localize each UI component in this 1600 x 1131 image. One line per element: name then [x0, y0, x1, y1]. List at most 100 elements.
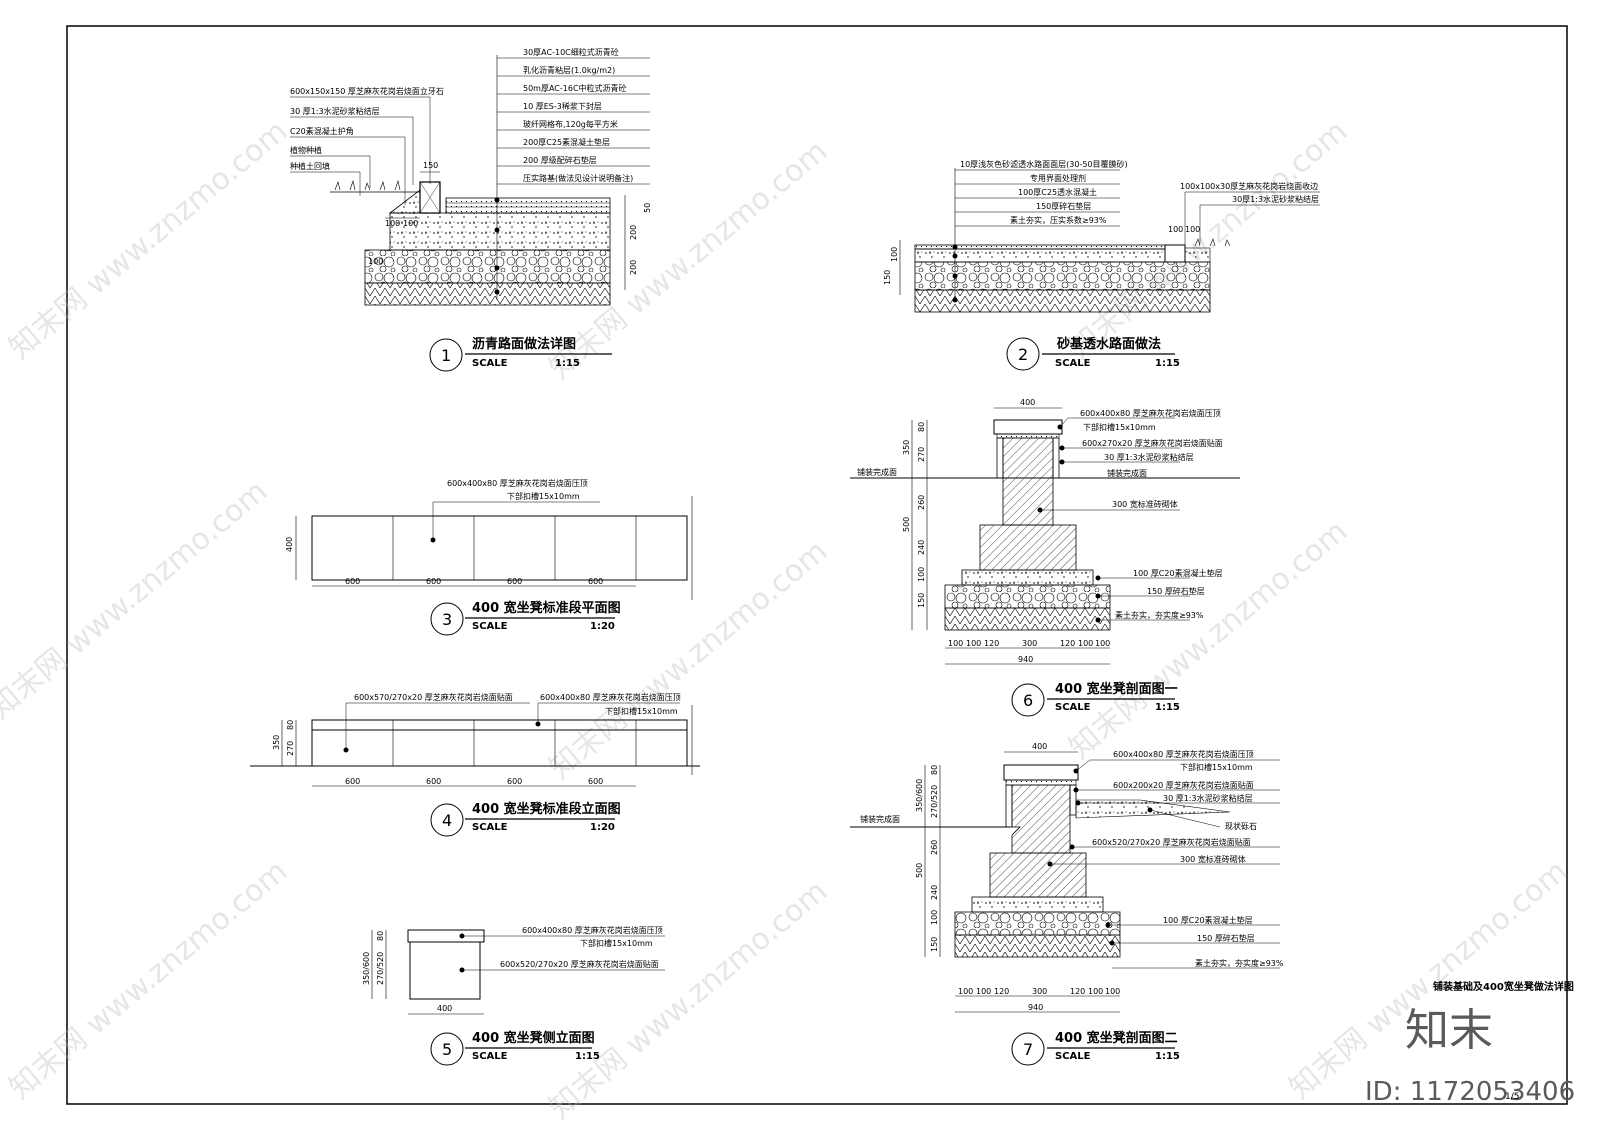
d7-number: 7	[1023, 1040, 1033, 1059]
d4-dim: 600	[588, 777, 603, 786]
d1-dim: 50	[643, 203, 652, 213]
d7-note: 下部扣槽15x10mm	[1180, 762, 1253, 772]
d7-left-note: 铺装完成面	[860, 814, 900, 824]
d5-note: 600x520/270x20 厚芝麻灰花岗岩烧面贴面	[500, 959, 659, 969]
d6-note: 30 厚1:3水泥砂浆粘结层	[1104, 452, 1194, 462]
d1-dim: 150	[423, 161, 438, 170]
d6-note: 铺装完成面	[1107, 468, 1147, 478]
d4-scale: 1:20	[590, 822, 615, 833]
d4-number: 4	[442, 811, 452, 830]
d7-dim: 260	[930, 840, 939, 855]
d2-dim: 100	[1168, 225, 1183, 234]
d6-dim: 100	[917, 567, 926, 582]
d5-dim: 80	[376, 931, 385, 941]
d7-dim: 150	[930, 937, 939, 952]
d1-left-notes: 600x150x150 厚芝麻灰花岗岩烧面立牙石 30 厚1:3水泥砂浆粘结层 …	[290, 86, 444, 205]
d2-note: 素土夯实，压实系数≥93%	[1010, 215, 1107, 225]
d3-note: 600x400x80 厚芝麻灰花岗岩烧面压顶	[447, 478, 588, 488]
d2-note: 100厚C25透水混凝土	[1018, 187, 1097, 197]
d6-note: 600x400x80 厚芝麻灰花岗岩烧面压顶	[1080, 408, 1221, 418]
d4-note: 下部扣槽15x10mm	[605, 706, 678, 716]
d6-bottom-dim: 100	[948, 639, 963, 648]
d7-note: 600x520/270x20 厚芝麻灰花岗岩烧面贴面	[1092, 837, 1251, 847]
d5-title: 400 宽坐凳侧立面图	[472, 1030, 595, 1046]
d7-leaders: 600x400x80 厚芝麻灰花岗岩烧面压顶 下部扣槽15x10mm 600x2…	[1047, 749, 1284, 969]
d6-dim: 270	[917, 447, 926, 462]
d1-note: 植物种植	[290, 145, 322, 155]
watermark-layer: 知末网 www.znzmo.com 知末网 www.znzmo.com 知末网 …	[0, 114, 1574, 1126]
d7-total-dim: 940	[1028, 1003, 1043, 1012]
d4-scale-label: SCALE	[472, 822, 508, 833]
d7-note: 现状砾石	[1225, 821, 1257, 831]
d7-note: 素土夯实，夯实度≥93%	[1195, 958, 1284, 968]
d6-title: 400 宽坐凳剖面图一	[1055, 681, 1178, 697]
d5-number: 5	[442, 1040, 452, 1059]
d7-dim: 500	[915, 863, 924, 878]
d1-number: 1	[441, 346, 451, 365]
detail-1-asphalt-pavement: 30厚AC-10C细粒式沥青砼 乳化沥青粘层(1.0kg/m2) 50m厚AC-…	[290, 47, 652, 372]
d7-dim: 100	[930, 910, 939, 925]
d1-note: 50m厚AC-16C中粒式沥青砼	[523, 83, 627, 93]
d6-note: 100 厚C20素混凝土垫层	[1133, 568, 1223, 578]
d6-dim: 150	[917, 593, 926, 608]
d6-note: 下部扣槽15x10mm	[1083, 422, 1156, 432]
detail-6-bench-section-1: 400 600x400x80 厚芝麻灰花岗岩烧面压顶 下部扣槽15x10mm 6…	[850, 398, 1240, 717]
d7-note: 600x400x80 厚芝麻灰花岗岩烧面压顶	[1113, 749, 1254, 759]
d1-note: 30 厚1:3水泥砂浆粘结层	[290, 106, 380, 116]
d6-scale: 1:15	[1155, 702, 1180, 713]
d5-dim: 400	[437, 1004, 452, 1013]
d5-note: 600x400x80 厚芝麻灰花岗岩烧面压顶	[522, 925, 663, 935]
d3-number: 3	[442, 610, 452, 629]
d6-bottom-dim: 300	[1022, 639, 1037, 648]
d1-note: 10 厚ES-3稀浆下封层	[523, 101, 602, 111]
d2-scale-label: SCALE	[1055, 358, 1091, 369]
d3-dim: 600	[507, 577, 522, 586]
d1-right-notes: 30厚AC-10C细粒式沥青砼 乳化沥青粘层(1.0kg/m2) 50m厚AC-…	[497, 47, 650, 185]
d5-dim: 270/520	[376, 952, 385, 985]
d3-dim: 600	[345, 577, 360, 586]
d3-dim: 600	[426, 577, 441, 586]
d1-dim: 100	[385, 219, 400, 228]
d7-bottom-dim: 100	[958, 987, 973, 996]
watermark-text: 知末网 www.znzmo.com	[543, 534, 834, 786]
d1-note: 200厚C25素混凝土垫层	[523, 137, 610, 147]
sheet-number: 1/5	[1505, 1092, 1519, 1102]
d7-bottom-dim: 120	[994, 987, 1009, 996]
d7-bottom-dim: 100	[1088, 987, 1103, 996]
d7-bottom-dim: 300	[1032, 987, 1047, 996]
d2-dim: 100	[890, 247, 899, 262]
watermark-text: 知末网 www.znzmo.com	[3, 114, 294, 366]
watermark-text: 知末网 www.znzmo.com	[1063, 114, 1354, 366]
d1-note: 乳化沥青粘层(1.0kg/m2)	[523, 65, 615, 75]
brand-logo-text: 知末	[1405, 1005, 1493, 1056]
d1-dim: 200	[629, 225, 638, 240]
d2-right-notes: 100x100x30厚芝麻灰花岗岩烧面收边 30厚1:3水泥砂浆粘结层	[1180, 181, 1320, 246]
detail-4-bench-elevation: 600x570/270x20 厚芝麻灰花岗岩烧面贴面 600x400x80 厚芝…	[250, 692, 700, 837]
d6-dim: 400	[1020, 398, 1035, 407]
d4-dim: 80	[286, 720, 295, 730]
d6-number: 6	[1023, 691, 1033, 710]
watermark-text: 知末网 www.znzmo.com	[0, 474, 274, 726]
d7-scale: 1:15	[1155, 1051, 1180, 1062]
d7-bottom-dim: 100	[1105, 987, 1120, 996]
d6-scale-label: SCALE	[1055, 702, 1091, 713]
d7-bottom-dim: 120	[1070, 987, 1085, 996]
d2-dim: 100	[1185, 225, 1200, 234]
d1-note: 600x150x150 厚芝麻灰花岗岩烧面立牙石	[290, 86, 444, 96]
d7-dim: 240	[930, 885, 939, 900]
d7-note: 300 宽标准砖砌体	[1180, 854, 1246, 864]
d6-dim: 500	[902, 517, 911, 532]
d6-bottom-dim: 100	[966, 639, 981, 648]
d1-scale-label: SCALE	[472, 358, 508, 369]
d3-title: 400 宽坐凳标准段平面图	[472, 600, 621, 616]
detail-7-bench-section-2: 400 600x400x80 厚芝麻灰花岗岩烧面压顶 下部扣槽15x10mm 6…	[850, 742, 1284, 1066]
d7-dim: 80	[930, 765, 939, 775]
d6-bottom-dim: 120	[1060, 639, 1075, 648]
watermark-text: 知末网 www.znzmo.com	[543, 874, 834, 1126]
d5-scale: 1:15	[575, 1051, 600, 1062]
d3-dim: 400	[285, 537, 294, 552]
d2-note: 100x100x30厚芝麻灰花岗岩烧面收边	[1180, 181, 1318, 191]
d3-scale-label: SCALE	[472, 621, 508, 632]
d6-dim: 260	[917, 495, 926, 510]
